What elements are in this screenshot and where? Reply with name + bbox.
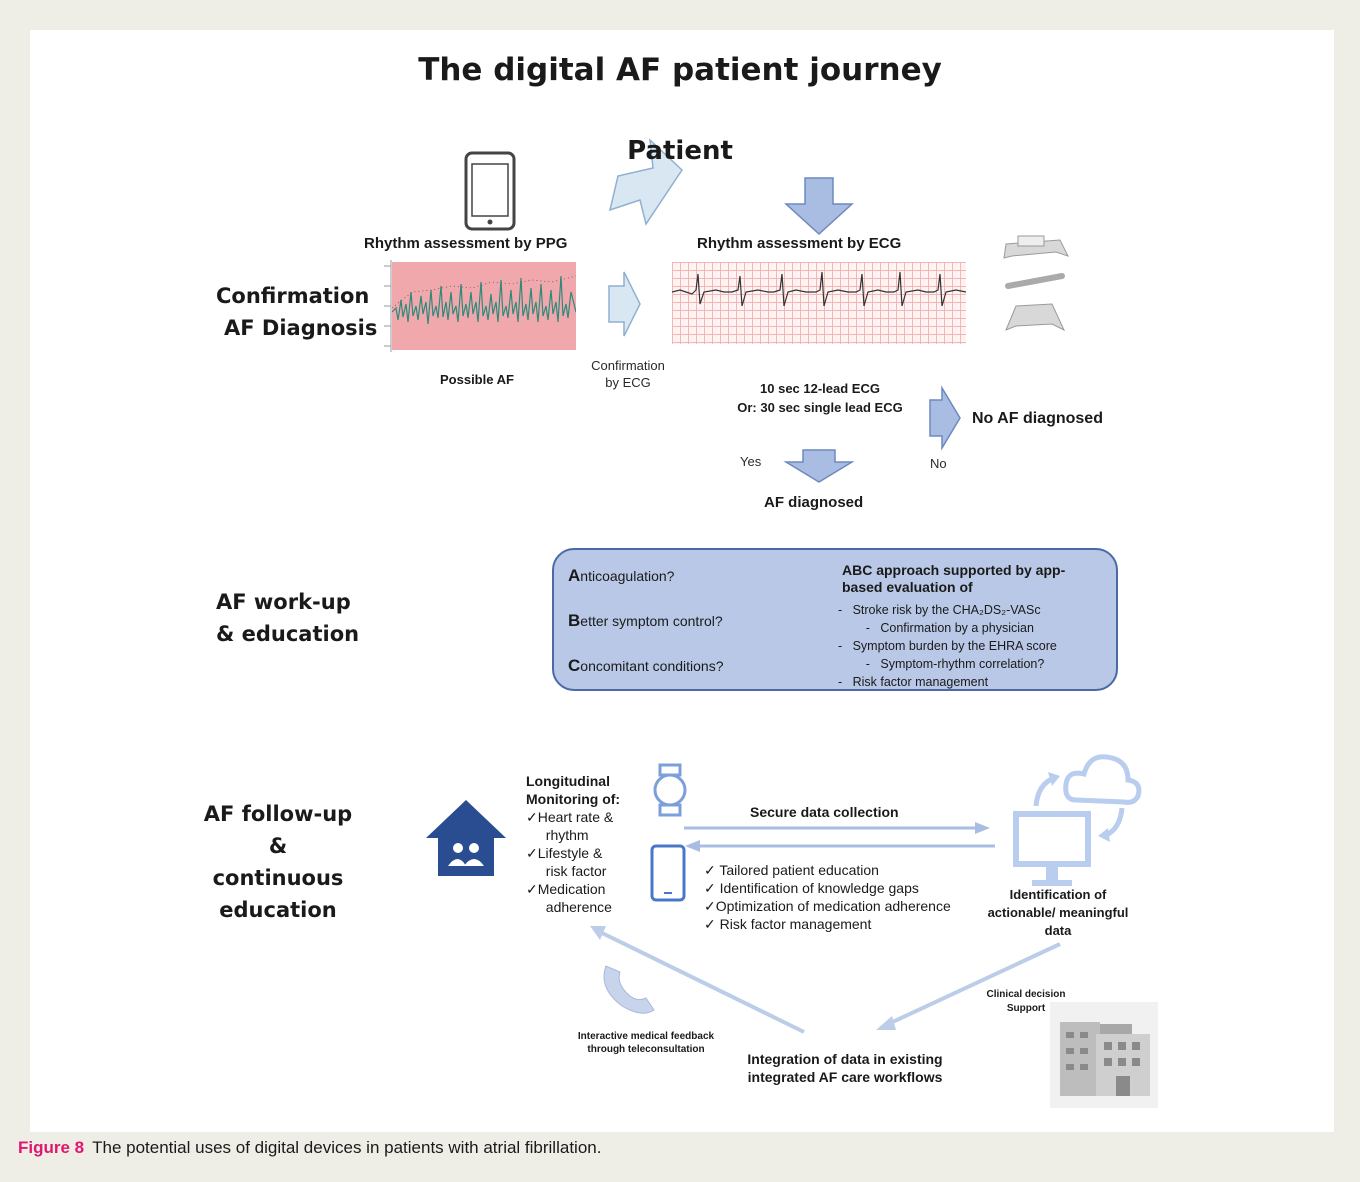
secure-data-label: Secure data collection [750,804,899,820]
education-item: ✓Optimization of medication adherence [704,898,951,914]
ecg-line1: 10 sec 12-lead ECG [760,381,880,396]
clinical-decision-label: Clinical decision Support [966,988,1086,1016]
symptom-control-cap: B [568,611,581,630]
hospital-icon [1050,1002,1158,1108]
identification-label: Identification of actionable/ meaningful… [968,886,1148,940]
monitoring-item: ✓Lifestyle & [526,845,603,861]
figure-label: Figure 8 [18,1138,85,1157]
ecg-requirement-label: 10 sec 12-lead ECG Or: 30 sec single lea… [730,379,910,417]
abc-item: - Symptom-rhythm correlation? [838,657,1045,671]
patient-to-ppg-arrow [608,138,683,226]
ppg-trace-svg [392,275,576,325]
abc-item: - Stroke risk by the CHA₂DS₂-VASc [838,603,1041,617]
integration-line1: Integration of data in existing [747,1051,943,1067]
handheld-ecg-devices-icon [1003,235,1069,332]
smartphone-icon [464,151,516,231]
identification-line3: data [1044,923,1072,938]
ppg-axis-ticks [384,260,392,352]
home-icon [426,800,506,876]
ppg-title: Rhythm assessment by PPG [364,235,568,252]
feedback-cycle-arrows [590,926,1061,1034]
education-item: ✓ Identification of knowledge gaps [704,880,919,896]
monitoring-item: ✓Medication [526,881,606,897]
af-diagnosed-arrow [783,449,855,483]
monitoring-list: Longitudinal Monitoring of: ✓Heart rate … [526,772,620,916]
integration-line2: integrated AF care workflows [747,1069,943,1085]
teleconsultation-label: Interactive medical feedback through tel… [556,1030,736,1056]
confirmation-arrow [608,271,641,337]
smartwatch-icon [653,763,687,817]
confirmation-line2: by ECG [605,375,651,390]
cloud-computer-icon [1013,754,1142,886]
monitoring-item: adherence [538,899,612,915]
section-workup: AF work-up & education [216,586,359,650]
concomitant-question: Concomitant conditions? [568,656,723,676]
monitoring-item: risk factor [538,863,607,879]
ecg-title: Rhythm assessment by ECG [697,235,902,252]
confirmation-by-ecg-label: Confirmation by ECG [583,357,673,391]
section-followup-line2: & continuous [212,834,344,890]
no-af-arrow [929,385,961,451]
ppg-trace [392,262,576,350]
interactive-line2: through teleconsultation [587,1044,705,1055]
interactive-line1: Interactive medical feedback [577,1031,715,1042]
section-followup-line1: AF follow-up [203,802,353,826]
abc-item: - Symptom burden by the EHRA score [838,639,1057,653]
education-item: ✓ Risk factor management [704,916,872,932]
concomitant-cap: C [568,656,581,675]
identification-line1: Identification of [1009,887,1107,902]
figure-title: The digital AF patient journey [418,52,942,88]
symptom-control-rest: etter symptom control? [580,613,723,629]
workup-box: Anticoagulation? Better symptom control?… [552,548,1118,691]
telephone-icon [603,965,655,1014]
section-workup-line1: AF work-up [216,590,351,614]
section-workup-line2: & education [216,622,360,646]
no-label: No [930,456,947,471]
ecg-line2: Or: 30 sec single lead ECG [737,400,903,415]
abc-item: - Risk factor management [838,675,989,689]
abc-items: - Stroke risk by the CHA₂DS₂-VASc - Conf… [838,601,1057,691]
section-followup: AF follow-up & continuous education [200,798,356,926]
integration-label: Integration of data in existing integrat… [732,1050,958,1086]
anticoagulation-cap: A [568,566,581,585]
yes-label: Yes [740,454,762,469]
section-diagnosis-line2: AF Diagnosis [224,316,378,340]
monitoring-head2: Monitoring of: [526,791,621,807]
abc-heading-line2: based evaluation of [842,579,973,595]
possible-af-label: Possible AF [440,372,514,387]
no-af-label: No AF diagnosed [972,410,1103,427]
mobile-phone-icon [650,844,686,902]
abc-heading: ABC approach supported by app- based eva… [842,562,1112,596]
section-followup-line3: education [219,898,337,922]
monitoring-item: ✓Heart rate & [526,809,614,825]
ecg-trace-svg [672,271,966,307]
section-diagnosis: Confirmation AF Diagnosis [216,280,377,344]
secure-data-arrows [684,822,995,852]
identification-line2: actionable/ meaningful [987,905,1129,920]
monitoring-head1: Longitudinal [526,773,610,789]
confirmation-line1: Confirmation [591,358,665,373]
symptom-control-question: Better symptom control? [568,611,723,631]
abc-item: - Confirmation by a physician [838,621,1034,635]
education-item: ✓ Tailored patient education [704,862,879,878]
abc-heading-line1: ABC approach supported by app- [842,562,1066,578]
clinical-line2: Support [1006,1003,1046,1014]
education-list: ✓ Tailored patient education ✓ Identific… [704,861,951,933]
af-diagnosed-label: AF diagnosed [764,494,864,511]
anticoagulation-rest: nticoagulation? [580,568,675,584]
monitoring-item: rhythm [538,827,589,843]
figure-caption: Figure 8 The potential uses of digital de… [18,1138,601,1158]
figure-caption-text: The potential uses of digital devices in… [92,1138,602,1157]
concomitant-rest: oncomitant conditions? [580,658,724,674]
patient-to-ecg-arrow [784,177,854,236]
anticoagulation-question: Anticoagulation? [568,566,674,586]
ecg-trace [672,262,966,344]
patient-label: Patient [627,136,733,166]
clinical-line1: Clinical decision [986,989,1066,1000]
section-diagnosis-line1: Confirmation [216,284,370,308]
